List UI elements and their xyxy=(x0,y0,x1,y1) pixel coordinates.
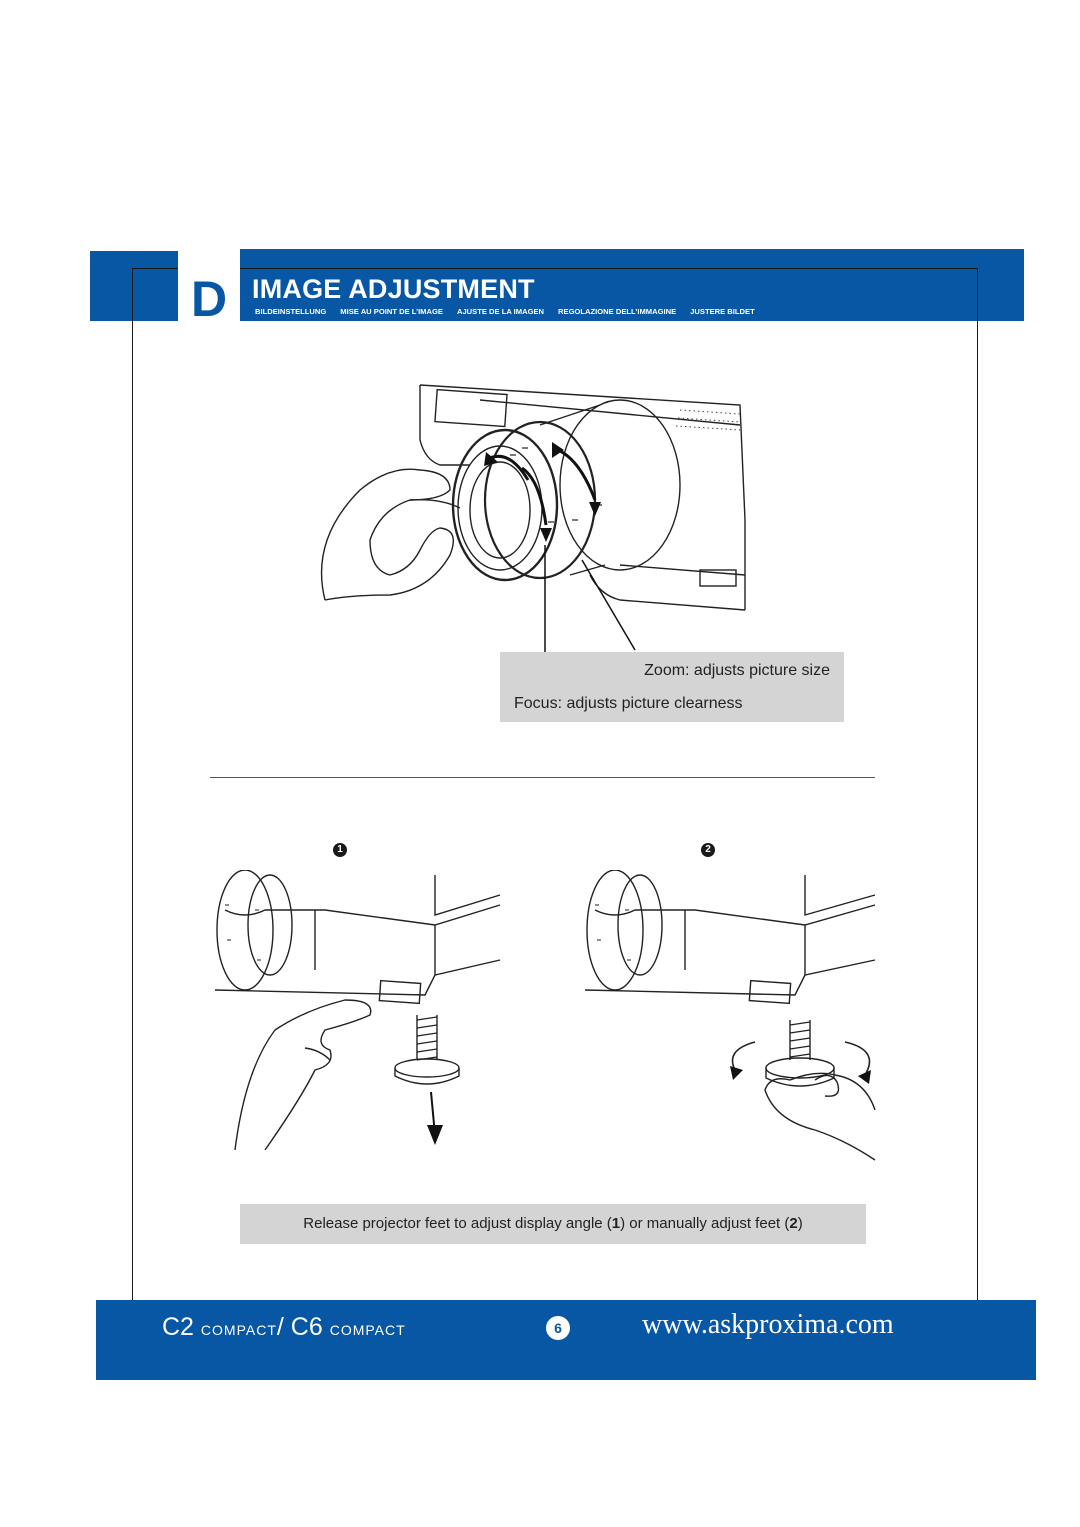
translation-fr: MISE AU POINT DE L’IMAGE xyxy=(340,307,443,316)
translation-no: JUSTERE BILDET xyxy=(690,307,755,316)
footer-band xyxy=(96,1300,1036,1380)
title-translations: BILDEINSTELLUNG MISE AU POINT DE L’IMAGE… xyxy=(255,307,755,316)
model-a-suffix: COMPACT xyxy=(200,1322,277,1338)
header-band xyxy=(240,249,1024,321)
feet-caption: Release projector feet to adjust display… xyxy=(240,1204,866,1244)
step-2-badge: 2 xyxy=(701,843,715,857)
translation-it: REGOLAZIONE DELL’IMMAGINE xyxy=(558,307,677,316)
model-separator: / xyxy=(276,1313,284,1341)
lens-callout: Zoom: adjusts picture size Focus: adjust… xyxy=(500,652,844,722)
page-number: 6 xyxy=(546,1316,570,1340)
focus-description: Focus: adjusts picture clearness xyxy=(514,695,743,712)
footer-model-name: C2 COMPACT/ C6 COMPACT xyxy=(162,1310,406,1347)
feet-caption-step-1: 1 xyxy=(611,1215,621,1232)
header-band-left xyxy=(90,251,178,321)
model-b: C6 xyxy=(290,1313,323,1341)
foot-rotate-illustration xyxy=(584,870,876,1161)
section-title: IMAGE ADJUSTMENT xyxy=(252,274,535,304)
feet-caption-text-2: ) or manually adjust feet ( xyxy=(620,1215,790,1232)
model-b-suffix: COMPACT xyxy=(329,1322,406,1338)
section-divider xyxy=(210,777,875,778)
model-a: C2 xyxy=(162,1313,194,1341)
feet-caption-text-3: ) xyxy=(797,1215,803,1232)
footer-url-link[interactable]: www.askproxima.com xyxy=(642,1309,894,1340)
section-letter: D xyxy=(178,268,240,330)
feet-caption-step-2: 2 xyxy=(789,1215,798,1232)
translation-de: BILDEINSTELLUNG xyxy=(255,307,327,316)
foot-release-illustration xyxy=(214,870,501,1150)
feet-caption-text-1: Release projector feet to adjust display… xyxy=(303,1215,612,1232)
step-1-badge: 1 xyxy=(333,843,347,857)
lens-illustration xyxy=(320,384,746,670)
translation-es: AJUSTE DE LA IMAGEN xyxy=(456,307,545,316)
zoom-description: Zoom: adjusts picture size xyxy=(644,662,830,679)
